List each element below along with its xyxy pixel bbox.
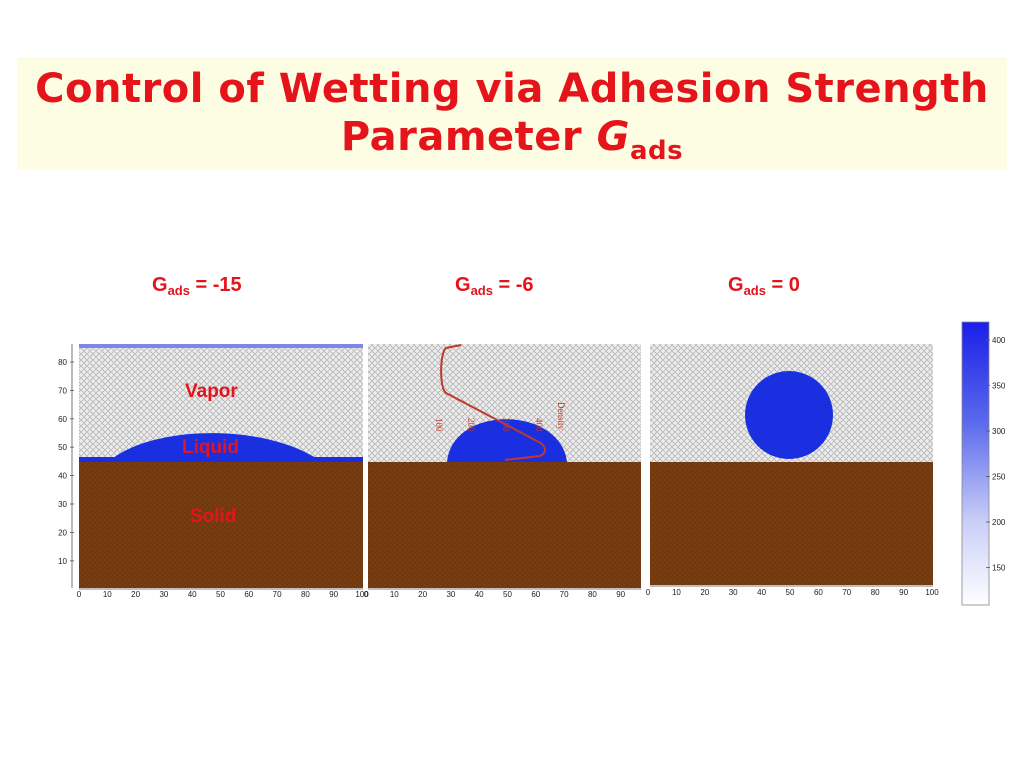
- density-tick-label: 300: [501, 418, 511, 432]
- panel-3-solid: [650, 462, 933, 585]
- colorbar-tick-label: 200: [992, 518, 1006, 527]
- colorbar-gradient: [961, 321, 990, 606]
- x-tick-label: 80: [871, 588, 880, 597]
- panel-1: [71, 344, 363, 590]
- x-tick-label: 40: [188, 590, 197, 599]
- title-line1: Control of Wetting via Adhesion Strength: [35, 66, 989, 112]
- panel-1-liquid-layer: [79, 457, 363, 462]
- panel-3: [650, 344, 933, 587]
- density-profile-curve: [440, 344, 546, 461]
- density-tick-label: 100: [434, 418, 444, 432]
- panel-1-label-sub: ads: [167, 283, 190, 298]
- x-tick-label: 40: [475, 590, 484, 599]
- x-tick-label: 70: [560, 590, 569, 599]
- panel-2-label-value: = -6: [492, 274, 534, 296]
- x-tick-label: 60: [244, 590, 253, 599]
- x-tick-label: 10: [390, 590, 399, 599]
- x-tick-label: 50: [786, 588, 795, 597]
- colorbar-ticks: 400 350 300 250 200 150: [986, 336, 1006, 573]
- x-tick-label: 60: [814, 588, 823, 597]
- colorbar: [961, 321, 990, 606]
- colorbar-tick-label: 400: [992, 336, 1006, 345]
- vapor-label: Vapor: [185, 381, 238, 402]
- x-tick-label: 60: [531, 590, 540, 599]
- x-tick-label: 0: [364, 590, 369, 599]
- x-tick-label: 70: [273, 590, 282, 599]
- panel-2-label-g: G: [455, 274, 471, 296]
- x-tick-label: 80: [301, 590, 310, 599]
- panel-3-label: Gads = 0: [728, 274, 800, 298]
- panel-1-x-ticks: 0 10 20 30 40 50 60 70 80 90 100: [77, 590, 369, 599]
- title-subscript: ads: [629, 136, 684, 166]
- colorbar-tick-label: 250: [992, 473, 1006, 482]
- colorbar-tick-label: 150: [992, 564, 1006, 573]
- x-tick-label: 90: [899, 588, 908, 597]
- colorbar-tick-label: 350: [992, 382, 1006, 391]
- panel-2-label-sub: ads: [470, 283, 493, 298]
- panel-3-label-sub: ads: [743, 283, 766, 298]
- title-line2: Parameter: [340, 114, 597, 160]
- density-tick-label: 400: [534, 418, 544, 432]
- colorbar-tick-label: 300: [992, 427, 1006, 436]
- x-tick-label: 50: [503, 590, 512, 599]
- x-tick-label: 0: [77, 590, 82, 599]
- y-tick-label: 60: [58, 415, 67, 424]
- solid-label: Solid: [190, 506, 237, 527]
- x-tick-label: 10: [103, 590, 112, 599]
- x-tick-label: 100: [355, 590, 369, 599]
- slide-title: Control of Wetting via Adhesion Strength…: [17, 57, 1007, 164]
- y-tick-label: 20: [58, 528, 67, 537]
- panel-1-liquid-film: [108, 433, 322, 462]
- density-inset-ticks: 100 200 300 400: [434, 418, 544, 432]
- panel-1-solid: [79, 462, 363, 588]
- x-tick-label: 100: [925, 588, 939, 597]
- panel-2: [368, 344, 641, 590]
- x-tick-label: 70: [842, 588, 851, 597]
- y-tick-label: 30: [58, 500, 67, 509]
- panel-1-label: Gads = -15: [152, 274, 242, 298]
- y-tick-label: 70: [58, 386, 67, 395]
- x-tick-label: 10: [672, 588, 681, 597]
- y-tick-label: 80: [58, 358, 67, 367]
- x-tick-label: 80: [588, 590, 597, 599]
- panel-3-label-value: = 0: [765, 274, 800, 296]
- y-axis-ticks: 80 70 60 50 40 30 20 10: [58, 358, 74, 566]
- x-tick-label: 20: [418, 590, 427, 599]
- x-tick-label: 30: [159, 590, 168, 599]
- panel-3-x-ticks: 0 10 20 30 40 50 60 70 80 90 100: [646, 588, 939, 597]
- panel-3-label-g: G: [728, 274, 744, 296]
- panel-2-label: Gads = -6: [455, 274, 534, 298]
- x-tick-label: 0: [646, 588, 651, 597]
- panel-1-label-g: G: [152, 274, 168, 296]
- panel-1-label-value: = -15: [189, 274, 242, 296]
- y-tick-label: 40: [58, 472, 67, 481]
- y-tick-label: 10: [58, 557, 67, 566]
- panel-2-solid: [368, 462, 641, 588]
- liquid-label: Liquid: [182, 437, 239, 458]
- x-tick-label: 40: [757, 588, 766, 597]
- panel-2-droplet: [447, 419, 567, 462]
- panel-1-top-band: [79, 344, 363, 348]
- x-tick-label: 50: [216, 590, 225, 599]
- x-tick-label: 20: [700, 588, 709, 597]
- y-tick-label: 50: [58, 443, 67, 452]
- x-tick-label: 30: [446, 590, 455, 599]
- x-tick-label: 90: [616, 590, 625, 599]
- x-tick-label: 20: [131, 590, 140, 599]
- panel-2-x-ticks: 0 10 20 30 40 50 60 70 80 90: [364, 590, 626, 599]
- density-inset-title: Density: [556, 402, 566, 430]
- panel-3-droplet: [745, 371, 833, 459]
- title-box: Control of Wetting via Adhesion Strength…: [17, 57, 1007, 170]
- x-tick-label: 30: [729, 588, 738, 597]
- density-tick-label: 200: [466, 418, 476, 432]
- x-tick-label: 90: [329, 590, 338, 599]
- title-symbol: G: [596, 114, 630, 160]
